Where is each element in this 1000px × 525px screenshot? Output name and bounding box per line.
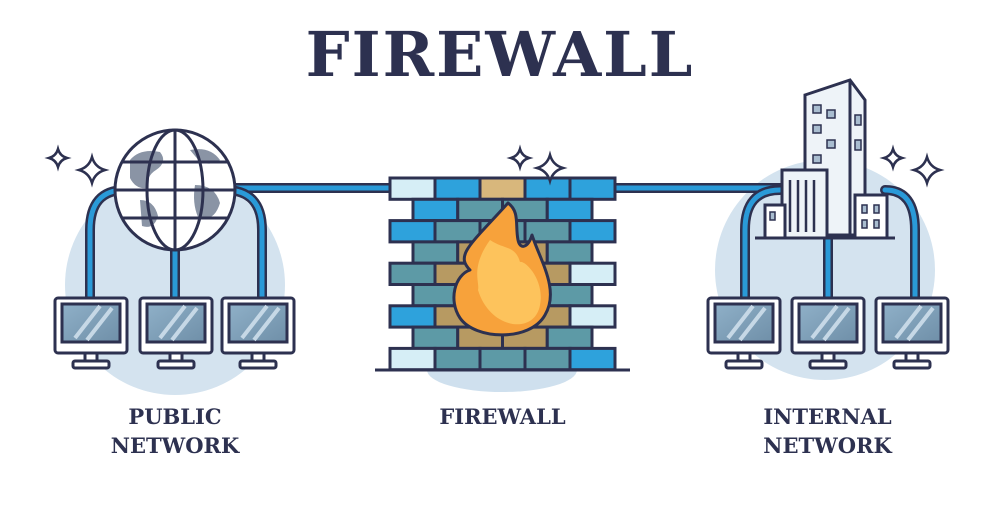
globe-icon [113, 128, 237, 252]
brick [433, 346, 482, 372]
sparkle-icon [74, 152, 110, 188]
brick [545, 283, 594, 308]
brick [478, 176, 527, 201]
brick [523, 346, 572, 372]
brick [388, 219, 437, 244]
internal-network-label: INTERNAL NETWORK [745, 402, 910, 460]
label-line: INTERNAL [763, 404, 892, 429]
page-title: FIREWALL [305, 18, 695, 91]
brick [433, 219, 482, 244]
monitor-icon [706, 296, 782, 370]
building-icon [755, 78, 895, 240]
brick [411, 325, 460, 350]
flame-icon [452, 201, 552, 337]
firewall-label: FIREWALL [439, 404, 566, 429]
brick [388, 346, 437, 372]
brick [411, 283, 460, 308]
monitor-icon [220, 296, 296, 370]
sparkle-icon [909, 152, 945, 188]
brick [545, 240, 594, 265]
brick [411, 240, 460, 265]
brick [545, 325, 594, 350]
brick [433, 176, 482, 201]
monitor-icon [790, 296, 866, 370]
brick [523, 176, 572, 201]
brick [388, 304, 437, 329]
brick [411, 197, 460, 223]
sparkle-icon [44, 144, 72, 172]
brick [545, 197, 594, 223]
monitor-icon [53, 296, 129, 370]
monitor-icon [874, 296, 950, 370]
brick [568, 346, 617, 372]
brick [568, 219, 617, 244]
sparkle-icon [532, 150, 568, 186]
brick [388, 176, 437, 201]
label-line: NETWORK [763, 433, 892, 458]
monitor-icon [138, 296, 214, 370]
monitors [53, 296, 950, 370]
brick [478, 346, 527, 372]
public-network-label: PUBLIC NETWORK [95, 402, 255, 460]
brick [388, 261, 437, 287]
sparkles [44, 144, 945, 188]
brick [568, 304, 617, 329]
sparkle-icon [879, 144, 907, 172]
sparkle-icon [506, 144, 534, 172]
brick [568, 176, 617, 201]
label-line: NETWORK [110, 433, 240, 458]
brick [568, 261, 617, 287]
label-line: PUBLIC [128, 404, 222, 429]
